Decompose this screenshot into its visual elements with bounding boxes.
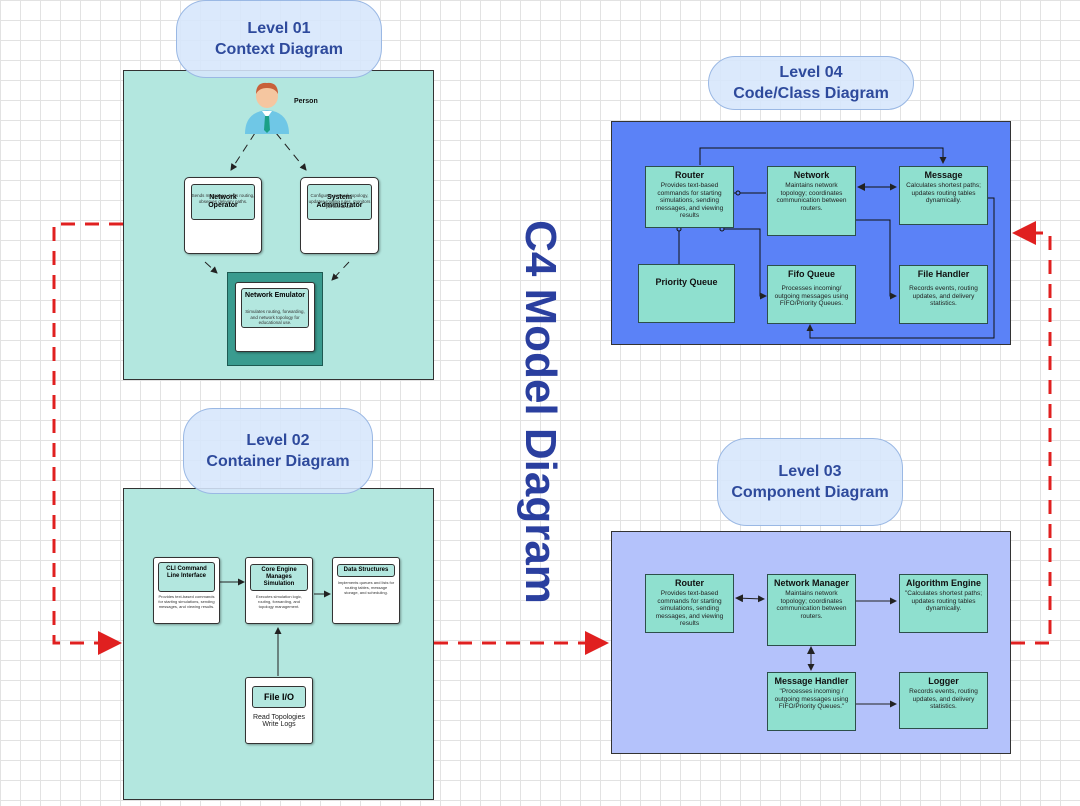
class-fifo-queue-desc: Processes incoming/ outgoing messages us… (774, 285, 849, 307)
level-02-name: Container Diagram (206, 453, 350, 470)
data-structures-title: Data Structures (337, 564, 395, 577)
class-router-desc: Provides text-based commands for startin… (655, 182, 724, 219)
component-router: Router Provides text-based commands for … (645, 574, 734, 633)
class-fifo-queue-title: Fifo Queue (788, 269, 835, 279)
diagram-title: C4 Model Diagram (516, 220, 565, 604)
component-logger: Logger Records events, routing updates, … (899, 672, 988, 729)
class-network-desc: Maintains network topology; coordinates … (776, 182, 847, 212)
class-message-desc: Calculates shortest paths; updates routi… (906, 182, 981, 204)
component-network-manager: Network Manager Maintains network topolo… (767, 574, 856, 646)
component-network-manager-title: Network Manager (773, 578, 850, 588)
class-message-title: Message (924, 170, 963, 180)
class-message: Message Calculates shortest paths; updat… (899, 166, 988, 225)
level-02-number: Level 02 (246, 432, 310, 449)
file-io-card: File I/O Read Topologies Write Logs (245, 677, 313, 744)
level-03-name: Component Diagram (731, 484, 889, 501)
network-operator-card: Network Operator Sends messages, tests r… (184, 177, 262, 254)
level-01-name: Context Diagram (214, 41, 344, 58)
component-message-handler-desc: "Processes incoming / outgoing messages … (774, 688, 849, 710)
system-administrator-title: System Administrator (307, 184, 372, 220)
network-operator-desc: Sends messages, tests routing, observes … (191, 193, 255, 204)
person-icon (242, 78, 292, 134)
class-file-handler-desc: Records events, routing updates, and del… (909, 285, 978, 307)
level-04-number: Level 04 (779, 64, 843, 81)
class-priority-queue: Priority Queue (638, 264, 735, 323)
system-administrator-card: System Administrator Configures network … (300, 177, 379, 254)
component-algorithm-engine: Algorithm Engine "Calculates shortest pa… (899, 574, 988, 633)
component-algorithm-engine-title: Algorithm Engine (906, 578, 981, 588)
component-network-manager-desc: Maintains network topology; coordinates … (776, 590, 847, 620)
level-01-badge: Level 01 Context Diagram (176, 0, 382, 78)
class-network: Network Maintains network topology; coor… (767, 166, 856, 236)
component-logger-desc: Records events, routing updates, and del… (909, 688, 978, 710)
level-03-badge: Level 03 Component Diagram (717, 438, 903, 526)
component-logger-title: Logger (928, 676, 959, 686)
core-engine-card: Core Engine Manages Simulation Executes … (245, 557, 313, 624)
network-operator-title: Network Operator (191, 184, 255, 220)
level-03-number: Level 03 (778, 463, 842, 480)
class-fifo-queue: Fifo Queue Processes incoming/ outgoing … (767, 265, 856, 324)
component-algorithm-engine-desc: "Calculates shortest paths; updates rout… (904, 590, 983, 612)
cli-card: CLI Command Line Interface Provides text… (153, 557, 220, 624)
component-router-desc: Provides text-based commands for startin… (655, 590, 724, 627)
level-02-badge: Level 02 Container Diagram (183, 408, 373, 494)
class-priority-queue-title: Priority Queue (655, 277, 718, 287)
level-04-badge: Level 04 Code/Class Diagram (708, 56, 914, 110)
component-message-handler: Message Handler "Processes incoming / ou… (767, 672, 856, 731)
person-label: Person (294, 98, 318, 105)
file-io-write: Write Logs (262, 721, 296, 728)
class-file-handler: File Handler Records events, routing upd… (899, 265, 988, 324)
class-file-handler-title: File Handler (917, 269, 970, 279)
data-structures-desc: Implements queues and lists for routing … (337, 580, 395, 595)
system-administrator-desc: Configures network topology, updates rou… (308, 193, 371, 209)
cli-title: CLI Command Line Interface (158, 562, 215, 592)
class-router-title: Router (675, 170, 704, 180)
cli-desc: Provides text-based commands for startin… (158, 594, 215, 609)
component-message-handler-title: Message Handler (774, 676, 849, 686)
network-emulator-desc: Simulates routing, forwarding, and netwo… (245, 309, 305, 325)
file-io-read: Read Topologies (252, 714, 306, 721)
core-engine-title: Core Engine Manages Simulation (250, 564, 308, 591)
core-engine-desc: Executes simulation logic, routing, forw… (255, 594, 303, 609)
network-emulator-title: Network Emulator (241, 288, 309, 328)
level-04-name: Code/Class Diagram (733, 85, 889, 102)
component-router-title: Router (675, 578, 704, 588)
network-emulator-card: Network Emulator Simulates routing, forw… (235, 282, 315, 352)
class-router: Router Provides text-based commands for … (645, 166, 734, 228)
level-01-number: Level 01 (247, 20, 311, 37)
file-io-title: File I/O (252, 686, 306, 708)
data-structures-card: Data Structures Implements queues and li… (332, 557, 400, 624)
class-network-title: Network (793, 170, 830, 180)
